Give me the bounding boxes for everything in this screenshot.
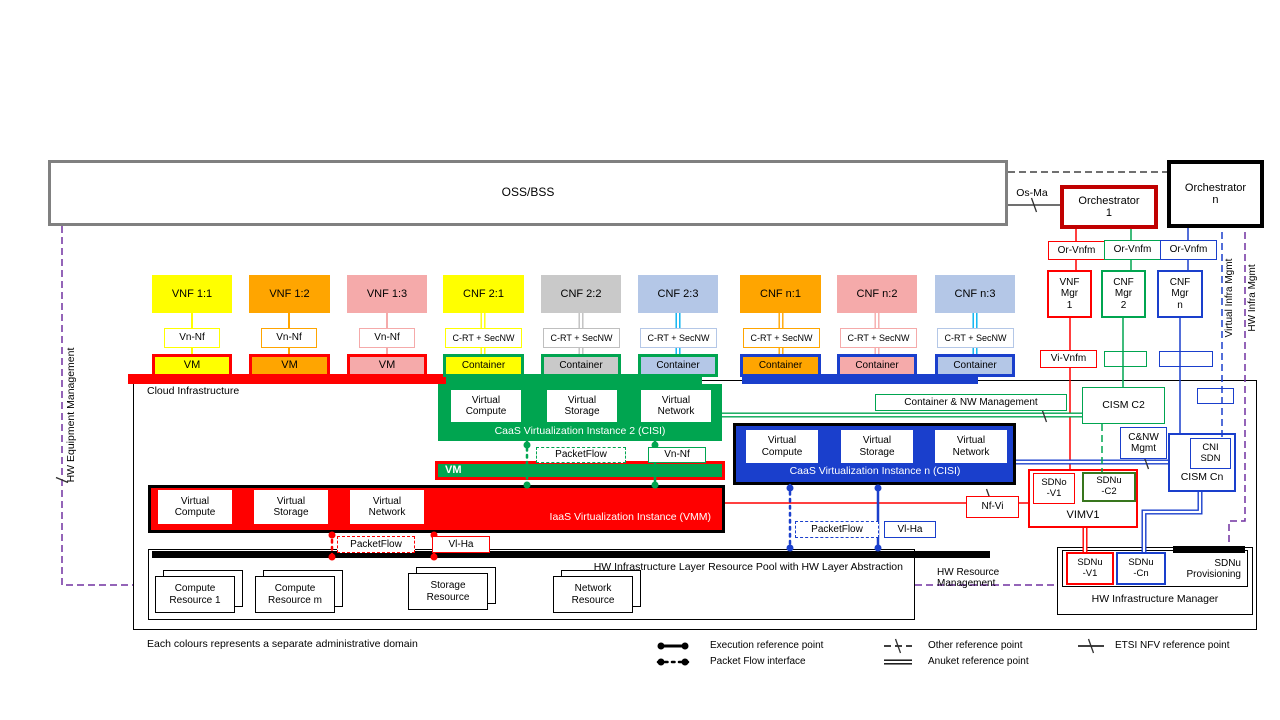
cnw-mgmt-box: C&NW Mgmt: [1120, 427, 1167, 459]
vm-box-2: VM: [249, 354, 330, 377]
sdnu-provisioning-bar: [1173, 546, 1245, 553]
ref-box-blue-empty: [1159, 351, 1213, 367]
iaas-virtual-network-box: Virtual Network: [349, 489, 425, 525]
compute-resource-m-box: Compute Resource m: [255, 576, 335, 613]
c-rt-secnw-label-2-2: C-RT + SecNW: [543, 328, 620, 348]
iaas-title: IaaS Virtualization Instance (VMM): [549, 510, 711, 523]
container-box-n-1: Container: [740, 354, 821, 377]
legend-packetflow-label: Packet Flow interface: [710, 656, 806, 668]
vnf-1-3-box: VNF 1:3: [347, 275, 427, 313]
network-resource-box: Network Resource: [553, 576, 633, 613]
vnf-1-1-box: VNF 1:1: [152, 275, 232, 313]
admin-domain-note: Each colours represents a separate admin…: [147, 638, 418, 651]
container-box-n-2: Container: [837, 354, 917, 377]
legend-other-label: Other reference point: [928, 640, 1023, 652]
caas2-virtual-network-box: Virtual Network: [640, 389, 712, 423]
cnf-n-3-box: CNF n:3: [935, 275, 1015, 313]
vn-nf-label-1: Vn-Nf: [164, 328, 220, 348]
container-nw-mgmt-label: Container & NW Management: [875, 394, 1067, 411]
c-rt-secnw-label-n-3: C-RT + SecNW: [937, 328, 1014, 348]
hw-infra-mgmt-label: HW Infra Mgmt: [1246, 263, 1257, 332]
ref-box-green-empty: [1104, 351, 1147, 367]
c-rt-secnw-label-2-1: C-RT + SecNW: [445, 328, 522, 348]
caasn-virtual-compute-box: Virtual Compute: [745, 429, 819, 464]
cnf-n-2-box: CNF n:2: [837, 275, 917, 313]
sdnu-v1-box: SDNu -V1: [1066, 552, 1114, 585]
caasn-virtual-network-box: Virtual Network: [934, 429, 1008, 464]
nf-vi-label: Nf-Vi: [966, 496, 1019, 518]
caasn-top-bar: [742, 374, 978, 384]
caas2-virtual-compute-box: Virtual Compute: [450, 389, 522, 423]
caas2-virtual-storage-box: Virtual Storage: [546, 389, 618, 423]
container-box-2-2: Container: [541, 354, 621, 377]
packetflow-label-red: PacketFlow: [337, 536, 415, 553]
vn-nf-label-2: Vn-Nf: [261, 328, 317, 348]
oss-bss-box: OSS/BSS: [48, 160, 1008, 226]
cnf-mgr-2-box: CNF Mgr 2: [1101, 270, 1146, 318]
cnf-2-1-box: CNF 2:1: [443, 275, 524, 313]
iaas-virtual-compute-box: Virtual Compute: [157, 489, 233, 525]
cni-sdn-box: CNI SDN: [1190, 438, 1231, 469]
virtual-infra-mgmt-label: Virtual Infra Mgmt: [1223, 258, 1234, 337]
orchestrator-1-box: Orchestrator 1: [1060, 185, 1158, 229]
caasn-virtual-storage-box: Virtual Storage: [840, 429, 914, 464]
vimv1-title: VIMV1: [1066, 508, 1100, 521]
or-vnfm-label-n: Or-Vnfm: [1160, 240, 1217, 260]
caas2-title: CaaS Virtualization Instance 2 (CISI): [494, 424, 666, 437]
legend-anuket-label: Anuket reference point: [928, 656, 1029, 668]
cnf-2-2-box: CNF 2:2: [541, 275, 621, 313]
legend-etsi-label: ETSI NFV reference point: [1115, 640, 1230, 652]
iaas-top-bar: [128, 374, 446, 384]
hw-infra-manager-title: HW Infrastructure Manager: [1091, 593, 1219, 606]
caasn-title: CaaS Virtualization Instance n (CISI): [789, 465, 961, 478]
sdno-v1-box: SDNo -V1: [1033, 473, 1075, 504]
sdnu-cn-box: SDNu -Cn: [1116, 552, 1166, 585]
or-vnfm-label-1: Or-Vnfm: [1048, 241, 1105, 260]
cnf-mgr-n-box: CNF Mgr n: [1157, 270, 1203, 318]
hw-equipment-mgmt-label: HW Equipment Management: [65, 347, 77, 483]
container-box-2-1: Container: [443, 354, 524, 377]
vm-box-3: VM: [347, 354, 427, 377]
cism-c2-box: CISM C2: [1082, 387, 1165, 424]
vm-box-1: VM: [152, 354, 232, 377]
c-rt-secnw-label-2-3: C-RT + SecNW: [640, 328, 717, 348]
hw-pool-title: HW Infrastructure Layer Resource Pool wi…: [593, 560, 903, 573]
storage-resource-box: Storage Resource: [408, 573, 488, 610]
vnf-mgr-1-box: VNF Mgr 1: [1047, 270, 1092, 318]
vl-ha-label-blue: Vl-Ha: [884, 521, 936, 538]
iaas-block: [148, 485, 725, 533]
hw-abstraction-bar: [152, 551, 990, 558]
cnf-2-3-box: CNF 2:3: [638, 275, 718, 313]
packetflow-label-blue: PacketFlow: [795, 521, 879, 538]
packetflow-label-green: PacketFlow: [536, 447, 626, 463]
sdnu-c2-box: SDNu -C2: [1082, 472, 1136, 502]
iaas-virtual-storage-box: Virtual Storage: [253, 489, 329, 525]
or-vnfm-label-2: Or-Vnfm: [1104, 240, 1161, 260]
os-ma-label: Os-Ma: [1016, 187, 1048, 200]
sdnu-provisioning-label: SDNu Provisioning: [1186, 557, 1241, 580]
vi-vnfm-label: Vi-Vnfm: [1040, 350, 1097, 368]
vl-ha-label-red: Vl-Ha: [432, 536, 490, 553]
vn-nf-label-green: Vn-Nf: [648, 447, 706, 463]
orchestrator-n-box: Orchestrator n: [1167, 160, 1264, 228]
c-rt-secnw-label-n-1: C-RT + SecNW: [743, 328, 820, 348]
caas2-top-bar: [446, 374, 702, 384]
cloud-infrastructure-label: Cloud Infrastructure: [147, 385, 240, 398]
container-box-2-3: Container: [638, 354, 718, 377]
legend-execution-label: Execution reference point: [710, 640, 824, 652]
vnf-1-2-box: VNF 1:2: [249, 275, 330, 313]
container-box-n-3: Container: [935, 354, 1015, 377]
cism-cn-title: CISM Cn: [1180, 471, 1224, 484]
vn-nf-label-3: Vn-Nf: [359, 328, 415, 348]
compute-resource-1-box: Compute Resource 1: [155, 576, 235, 613]
c-rt-secnw-label-n-2: C-RT + SecNW: [840, 328, 917, 348]
cnf-n-1-box: CNF n:1: [740, 275, 821, 313]
hw-resource-mgmt-label: HW Resource Management: [937, 566, 1000, 589]
